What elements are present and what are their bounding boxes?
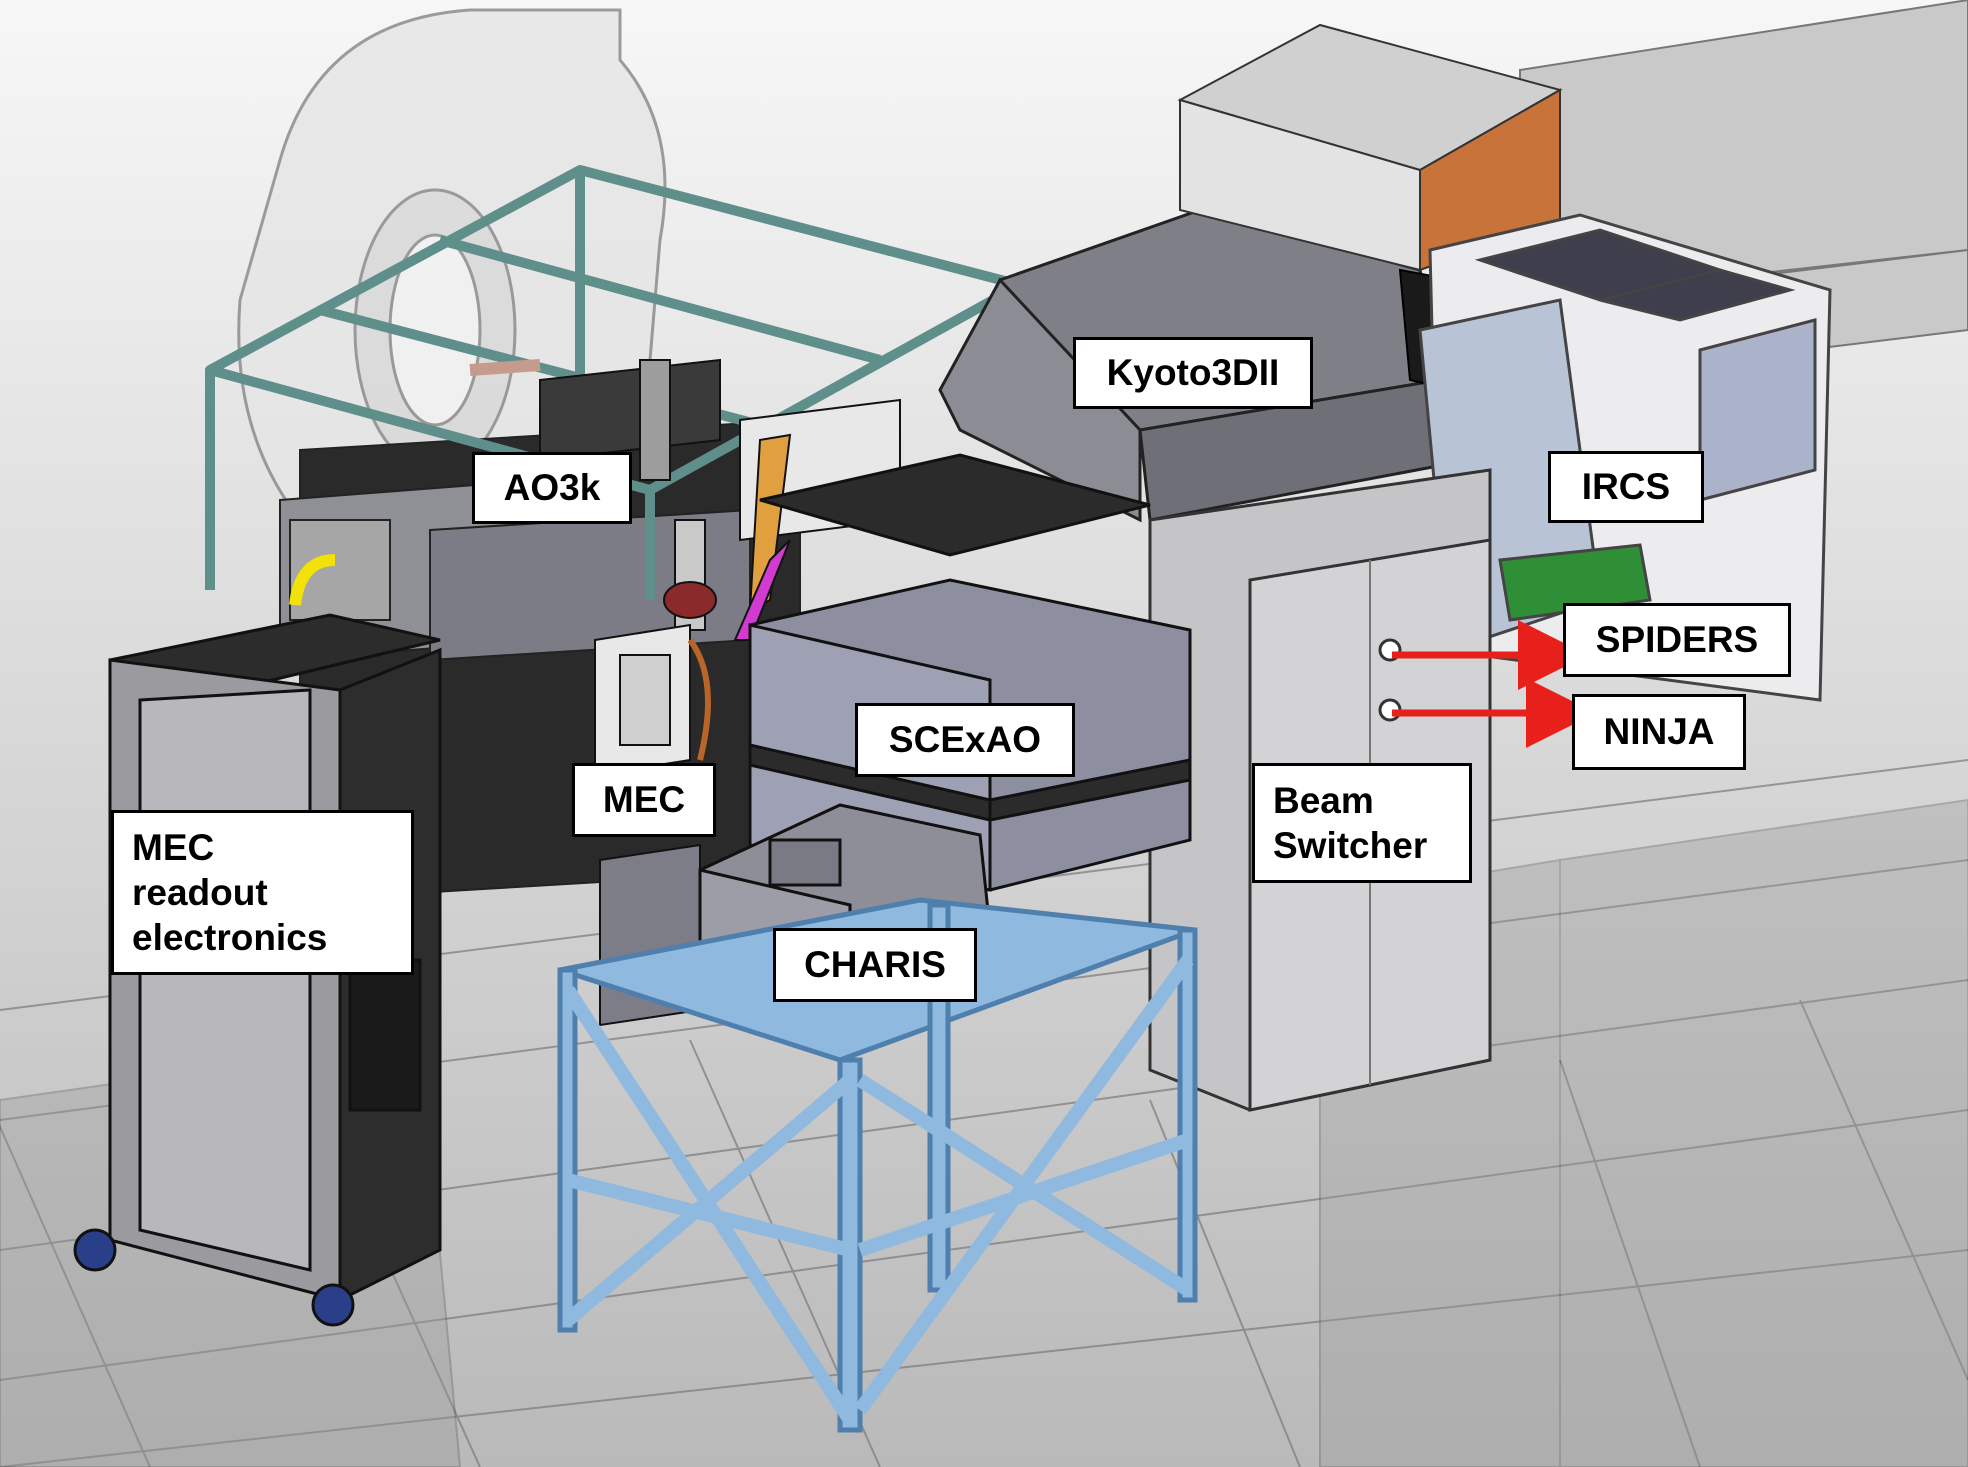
- kyoto3dii-label: Kyoto3DII: [1073, 337, 1313, 409]
- mec-label: MEC: [572, 763, 716, 837]
- ircs-label: IRCS: [1548, 451, 1704, 523]
- beam-switcher-label: Beam Switcher: [1252, 763, 1472, 883]
- beam-switcher-label-line: Beam: [1273, 780, 1374, 821]
- spiders-label: SPIDERS: [1563, 603, 1791, 677]
- scexao-label: SCExAO: [855, 703, 1075, 777]
- rack-wheel: [73, 1228, 117, 1272]
- ao3k-beam-pipe: [469, 359, 541, 376]
- mec-readout-electronics-label: MEC readout electronics: [111, 810, 414, 975]
- ao3k-label: AO3k: [472, 452, 632, 524]
- rack-wheel: [311, 1283, 355, 1327]
- top-instrument: [1177, 23, 1563, 272]
- ninja-label: NINJA: [1572, 694, 1746, 770]
- mec-readout-label-line: electronics: [132, 917, 328, 958]
- support-braces: [562, 955, 1194, 1424]
- beam-switcher-label-line: Switcher: [1273, 825, 1428, 866]
- charis-label: CHARIS: [773, 928, 977, 1002]
- mec-readout-label-line: readout: [132, 872, 268, 913]
- mec-readout-label-line: MEC: [132, 827, 215, 868]
- yellow-cable: [289, 554, 336, 606]
